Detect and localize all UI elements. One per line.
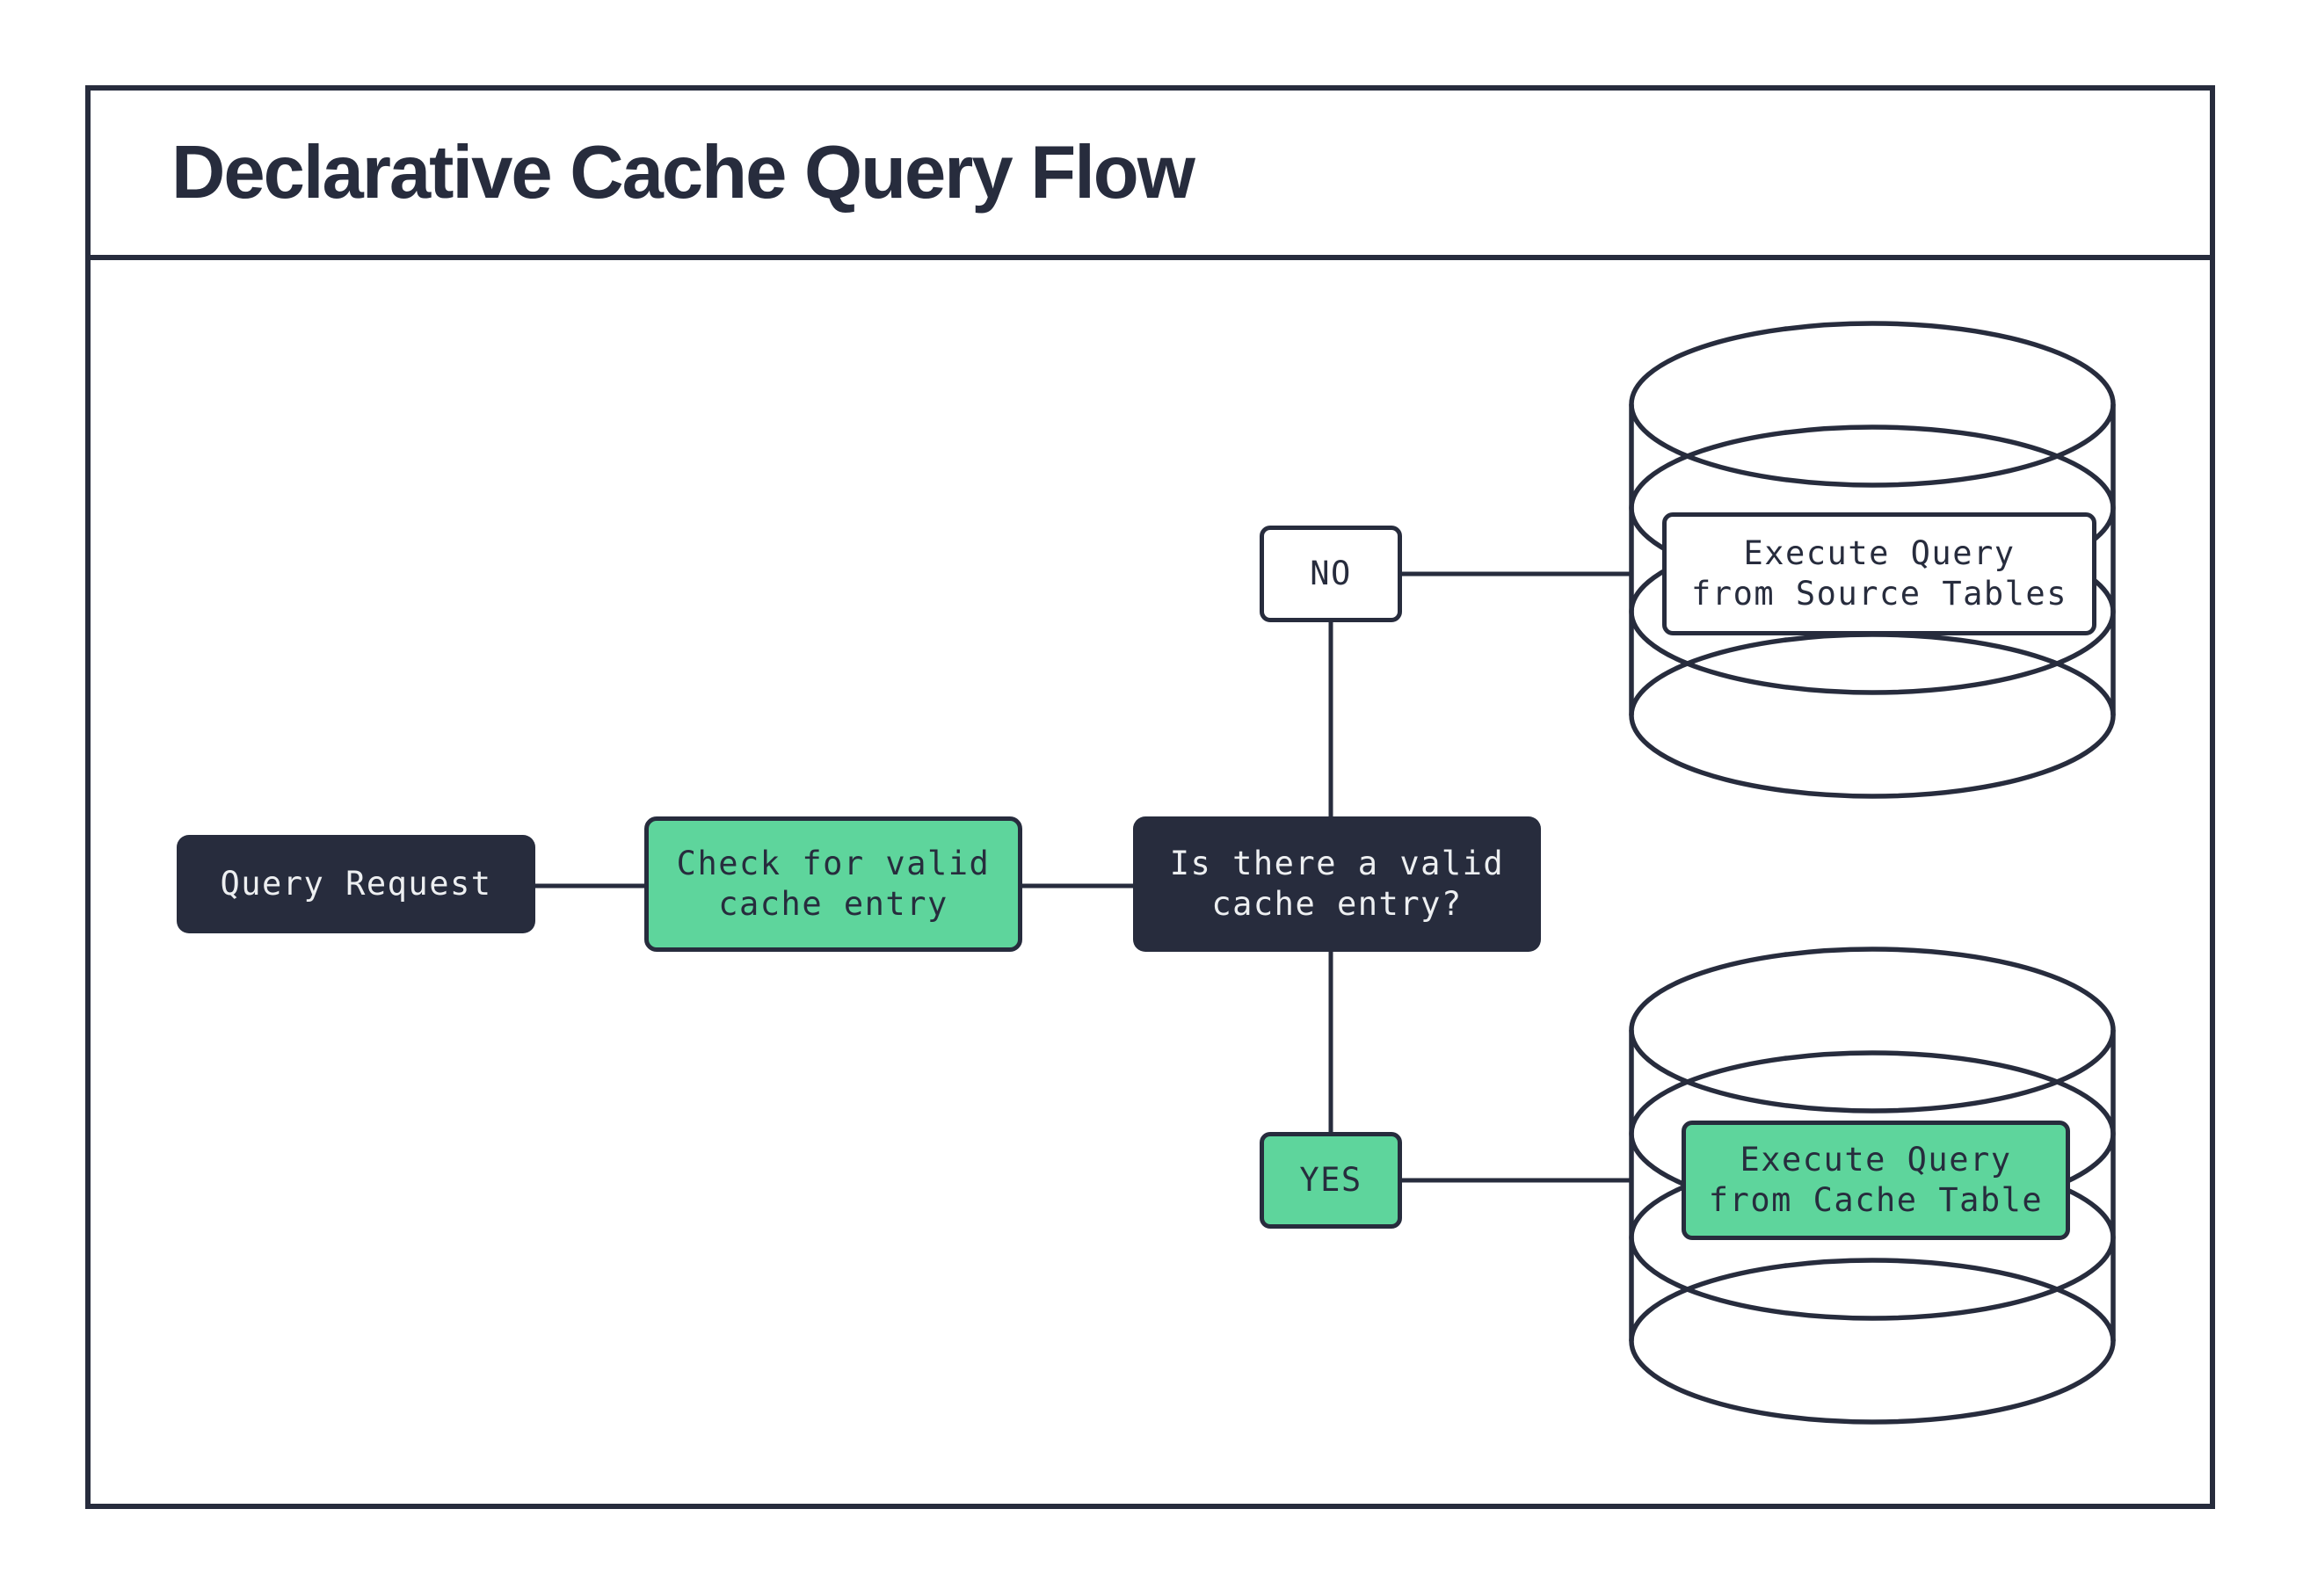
node-check-cache-label-line2: cache entry xyxy=(718,885,948,923)
node-execute-cache-label-line2: from Cache Table xyxy=(1708,1181,2044,1219)
node-execute-source-label-line2: from Source Tables xyxy=(1691,575,2067,613)
node-check-cache: Check for valid cache entry xyxy=(644,816,1022,952)
node-decision-label-line1: Is there a valid xyxy=(1169,845,1505,882)
flow-connectors xyxy=(533,571,1633,1183)
cache-db-cylinder-icon xyxy=(1629,947,2116,1425)
diagram-title: Declarative Cache Query Flow xyxy=(171,130,1195,214)
diagram-frame: Declarative Cache Query Flow xyxy=(85,85,2215,1509)
node-query-request-label: Query Request xyxy=(220,865,492,903)
node-execute-cache-table: Execute Query from Cache Table xyxy=(1682,1121,2070,1240)
cylinder-disk xyxy=(1629,1258,2116,1425)
node-execute-cache-label-line1: Execute Query xyxy=(1740,1141,2012,1179)
node-branch-no-label: NO xyxy=(1310,555,1352,592)
cylinder-disk xyxy=(1629,321,2116,488)
title-band: Declarative Cache Query Flow xyxy=(91,91,2210,260)
node-branch-no: NO xyxy=(1260,526,1402,622)
cylinder-disk xyxy=(1629,632,2116,799)
node-branch-yes-label: YES xyxy=(1299,1161,1362,1199)
node-execute-source-label-line1: Execute Query xyxy=(1743,534,2016,572)
node-branch-yes: YES xyxy=(1260,1132,1402,1229)
node-check-cache-label-line1: Check for valid xyxy=(676,845,991,882)
node-decision-valid-cache: Is there a valid cache entry? xyxy=(1133,816,1541,952)
cylinder-disk xyxy=(1629,947,2116,1114)
node-decision-label-line2: cache entry? xyxy=(1211,885,1463,923)
node-execute-source-tables: Execute Query from Source Tables xyxy=(1662,512,2096,635)
node-query-request: Query Request xyxy=(177,835,535,933)
